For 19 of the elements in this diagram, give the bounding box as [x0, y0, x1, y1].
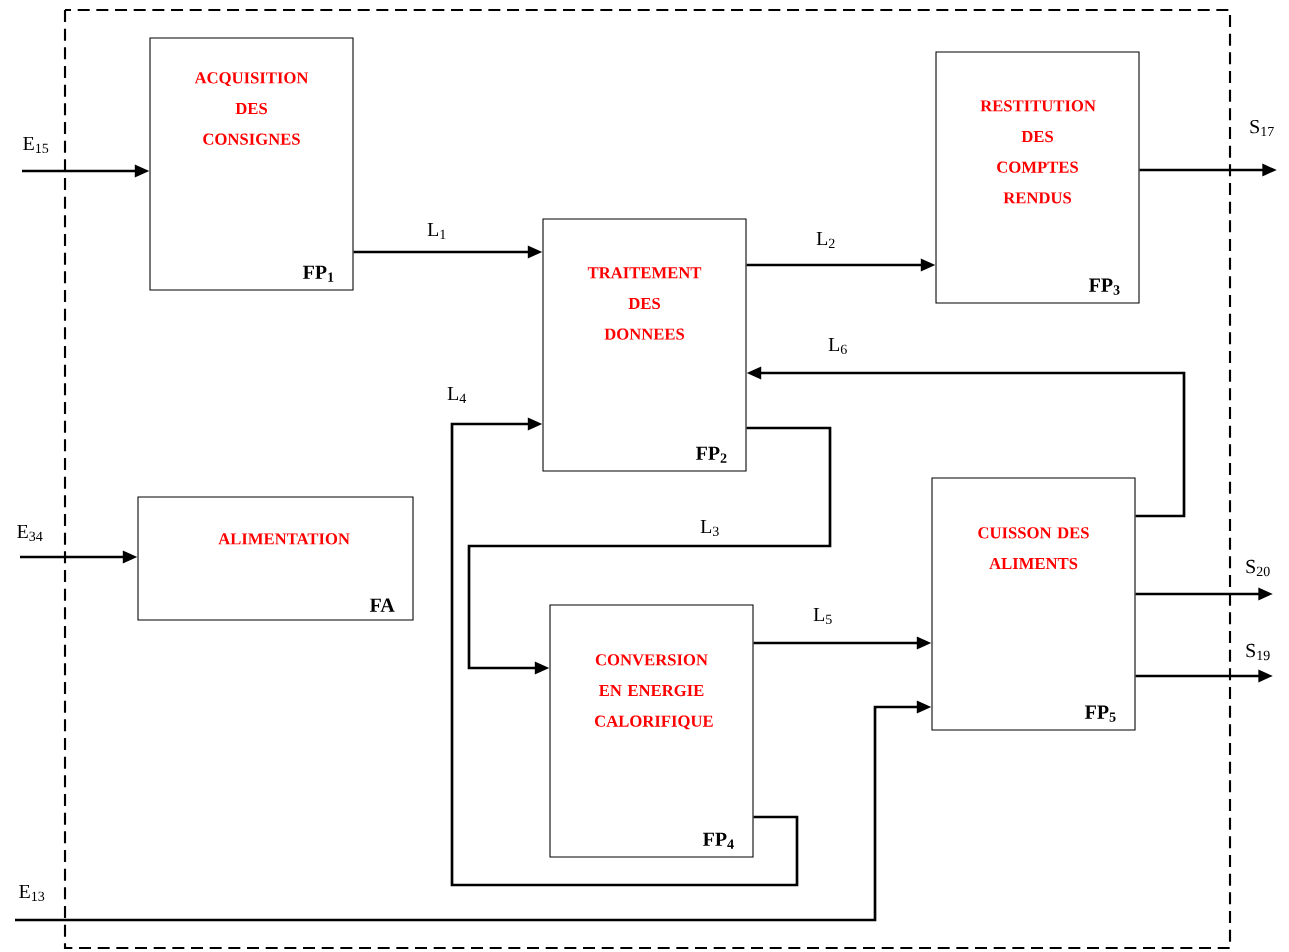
edge-label: S$_{19}$ — [1243, 642, 1273, 662]
function-box: ALIMENTATION FA — [137, 496, 414, 621]
function-box: CUISSON DES ALIMENTS FP$_{5}$ — [931, 477, 1136, 731]
function-box: ACQUISITION DES CONSIGNES FP$_{1}$ — [149, 37, 354, 291]
edge-label: S$_{20}$ — [1243, 558, 1273, 578]
function-box: RESTITUTION DES COMPTES RENDUS FP$_{3}$ — [935, 51, 1140, 304]
edge-label: E$_{15}$ — [21, 135, 51, 155]
edge-label: L$_{2}$ — [814, 230, 838, 250]
edge-label: L$_{3}$ — [698, 518, 722, 538]
edge-label: L$_{6}$ — [826, 336, 850, 356]
edge-label: S$_{17}$ — [1247, 118, 1277, 138]
edge-label: L$_{5}$ — [811, 606, 835, 626]
edge-label: E$_{34}$ — [15, 523, 45, 543]
function-box: CONVERSION EN ENERGIE CALORIFIQUE FP$_{4}$ — [549, 604, 754, 858]
edge-label: L$_{1}$ — [425, 221, 449, 241]
edge-label: E$_{13}$ — [17, 883, 47, 903]
edge-label: L$_{4}$ — [445, 385, 469, 405]
function-box: TRAITEMENT DES DONNEES FP$_{2}$ — [542, 218, 747, 472]
arrow — [450, 417, 799, 887]
